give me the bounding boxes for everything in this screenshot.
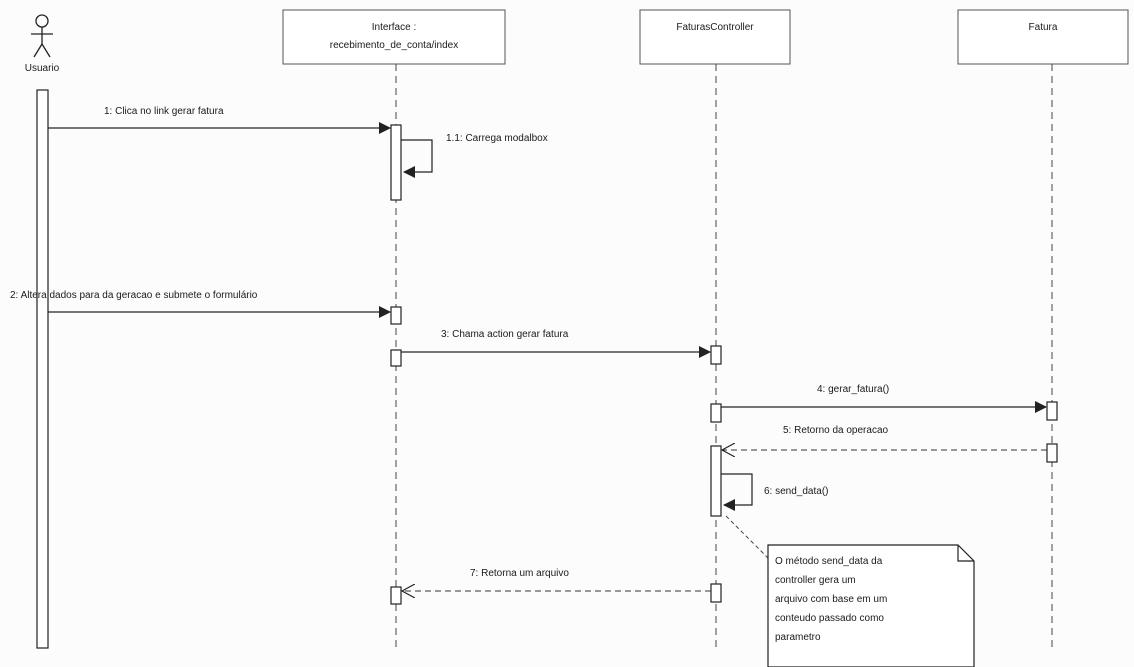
actor-activation-bar <box>36 89 49 649</box>
message-4-label: 4: gerar_fatura() <box>817 384 890 395</box>
lifeline-box-fatura <box>957 9 1129 65</box>
message-6-self-arrow <box>721 473 753 511</box>
message-6-label: 6: send_data() <box>764 486 829 497</box>
message-1-1-self-arrow <box>401 139 433 178</box>
note-line: parametro <box>775 632 821 643</box>
activation-fatura-1 <box>1046 401 1058 421</box>
lifeline-box-interface <box>282 9 506 65</box>
activation-interface-2 <box>390 306 402 325</box>
message-5-label: 5: Retorno da operacao <box>783 425 889 436</box>
actor-icon <box>31 14 53 58</box>
note-box <box>767 544 975 667</box>
actor-label: Usuario <box>24 63 60 74</box>
note-line: conteudo passado como <box>775 613 884 624</box>
message-1-1-label: 1.1: Carrega modalbox <box>446 133 548 144</box>
message-3-label: 3: Chama action gerar fatura <box>441 329 569 340</box>
note-text: O método send_data da controller gera um… <box>775 552 887 647</box>
lifeline-subtitle-interface: recebimento_de_conta/index <box>329 40 459 51</box>
lifeline-title-controller: FaturasController <box>676 22 754 33</box>
activation-controller-4 <box>710 583 722 603</box>
activation-fatura-2 <box>1046 443 1058 463</box>
activation-controller-3 <box>710 445 722 517</box>
activation-interface-1 <box>390 124 402 201</box>
note-connector <box>725 515 771 561</box>
note-line: O método send_data da <box>775 556 883 567</box>
activation-interface-3 <box>390 349 402 367</box>
message-2-label: 2: Altera dados para da geracao e submet… <box>10 290 258 301</box>
lifeline-box-controller <box>639 9 791 65</box>
activation-controller-1 <box>710 345 722 365</box>
note-line: arquivo com base em um <box>775 594 888 605</box>
lifeline-title-interface: Interface : <box>371 22 417 33</box>
activation-interface-4 <box>390 586 402 605</box>
lifeline-title-fatura: Fatura <box>1028 22 1058 33</box>
message-7-label: 7: Retorna um arquivo <box>470 568 569 579</box>
note-fold <box>957 545 974 562</box>
note-line: controller gera um <box>775 575 856 586</box>
message-1-label: 1: Clica no link gerar fatura <box>104 106 224 117</box>
activation-controller-2 <box>710 403 722 423</box>
